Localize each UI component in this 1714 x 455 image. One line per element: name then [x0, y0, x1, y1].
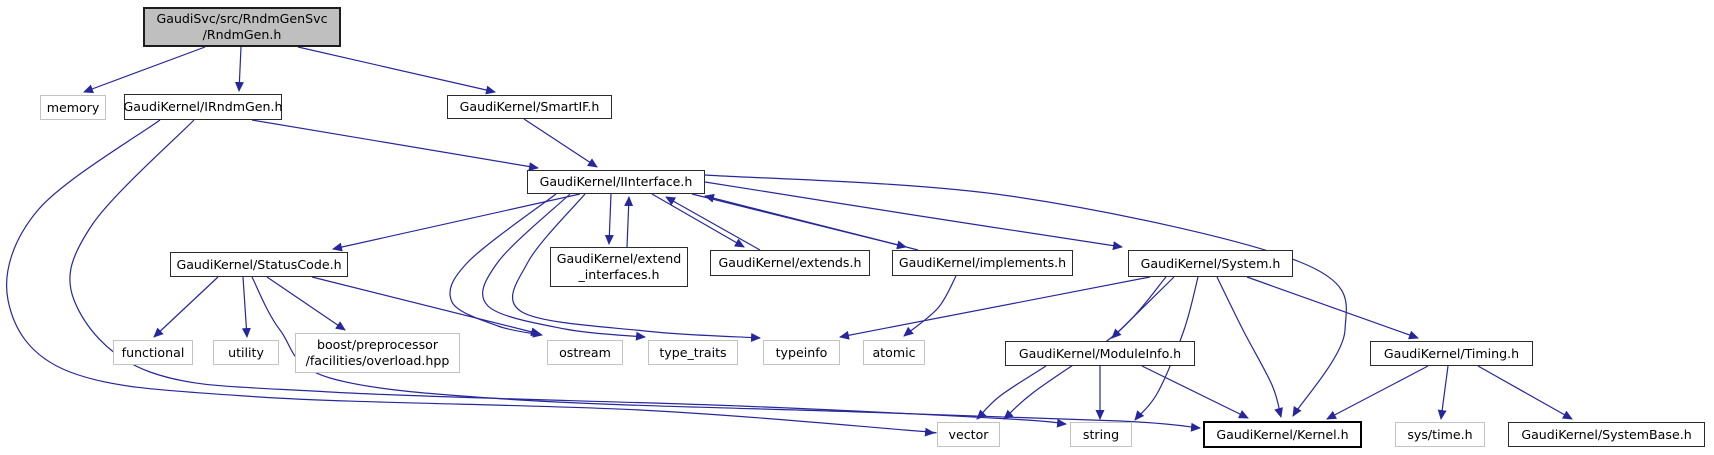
node-functional: functional	[113, 340, 193, 365]
edge-statuscode-kernel	[251, 276, 1201, 432]
node-vector: vector	[937, 422, 1000, 447]
edge-iinterface-statuscode	[332, 193, 581, 252]
edge-irndmgen-vector	[6, 119, 937, 437]
node-string: string	[1070, 422, 1132, 447]
edge-iinterface-system	[704, 181, 1123, 251]
edge-extends-iinterface	[665, 196, 761, 251]
node-overload: boost/preprocessor /facilities/overload.…	[295, 333, 460, 373]
node-implements[interactable]: GaudiKernel/implements.h	[892, 250, 1073, 276]
edge-iinterface-ostream	[449, 193, 557, 338]
node-systime: sys/time.h	[1395, 422, 1485, 447]
edge-extendinterfaces-iinterface	[624, 196, 634, 248]
edge-iinterface-extendinterfaces	[604, 193, 614, 245]
edge-timing-systembase	[1477, 365, 1573, 420]
edge-timing-kernel	[1326, 365, 1429, 420]
edge-irndmgen-iinterface	[251, 119, 539, 171]
edge-smartif-iinterface	[523, 118, 598, 168]
edge-system-kernel	[1216, 276, 1283, 418]
edge-iinterface-typetraits	[482, 193, 646, 341]
node-iinterface[interactable]: GaudiKernel/IInterface.h	[527, 170, 705, 194]
edge-rndmgen-memory	[83, 46, 206, 94]
edge-statuscode-overload	[266, 276, 346, 331]
node-system[interactable]: GaudiKernel/System.h	[1128, 250, 1293, 277]
edge-moduleinfo-kernel	[1141, 365, 1249, 419]
node-kernel[interactable]: GaudiKernel/Kernel.h	[1203, 421, 1362, 448]
edge-statuscode-ostream	[311, 276, 541, 337]
node-atomic: atomic	[863, 340, 925, 365]
edge-system-timing	[1246, 276, 1419, 340]
edge-statuscode-functional	[153, 276, 219, 338]
edge-implements-iinterface	[704, 193, 919, 251]
node-systembase[interactable]: GaudiKernel/SystemBase.h	[1508, 422, 1705, 447]
node-moduleinfo[interactable]: GaudiKernel/ModuleInfo.h	[1005, 341, 1195, 366]
edge-iinterface-typeinfo	[511, 193, 761, 342]
node-statuscode[interactable]: GaudiKernel/StatusCode.h	[170, 252, 348, 277]
edge-rndmgen-irndmgen	[234, 46, 244, 92]
node-typetraits: type_traits	[648, 340, 738, 365]
edge-timing-systime	[1437, 365, 1449, 420]
edge-implements-atomic	[903, 275, 957, 337]
node-ostream: ostream	[547, 340, 623, 365]
edge-system-typeinfo	[839, 276, 1151, 340]
node-smartif[interactable]: GaudiKernel/SmartIF.h	[447, 95, 612, 119]
node-typeinfo: typeinfo	[763, 340, 840, 365]
node-rndmgen[interactable]: GaudiSvc/src/RndmGenSvc /RndmGen.h	[143, 7, 341, 47]
node-extendinterfaces[interactable]: GaudiKernel/extend _interfaces.h	[550, 247, 688, 287]
node-timing[interactable]: GaudiKernel/Timing.h	[1370, 341, 1533, 366]
edge-rndmgen-smartif	[297, 46, 496, 95]
edge-statuscode-utility	[241, 276, 251, 338]
node-utility: utility	[213, 340, 279, 365]
node-memory: memory	[40, 95, 106, 120]
edge-iinterface-kernel	[704, 174, 1347, 417]
edge-moduleinfo-vector	[976, 365, 1047, 420]
node-irndmgen[interactable]: GaudiKernel/IRndmGen.h	[124, 94, 282, 120]
node-extends[interactable]: GaudiKernel/extends.h	[710, 250, 870, 276]
